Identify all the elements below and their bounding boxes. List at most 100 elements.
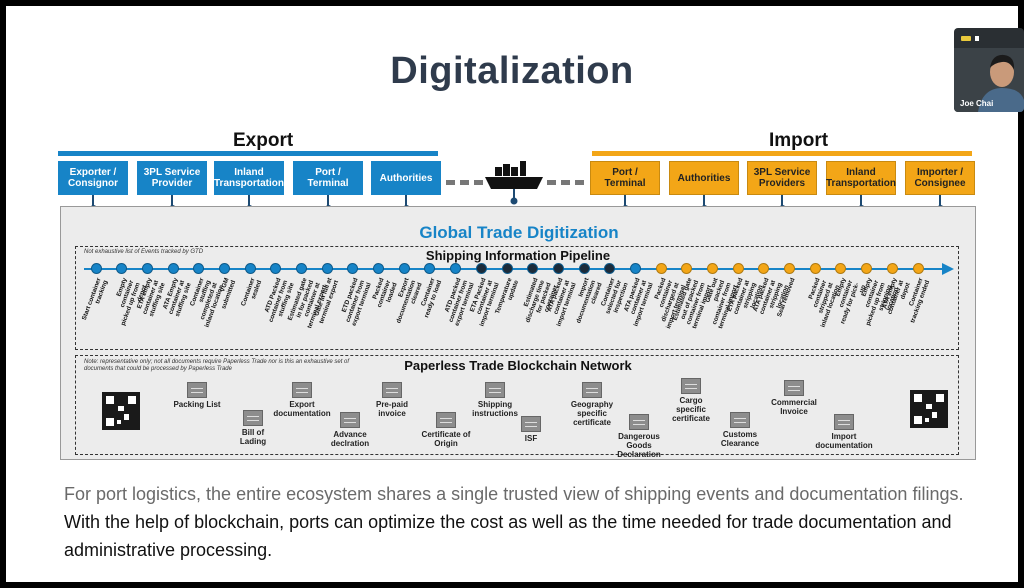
document-label: Customs Clearance <box>720 430 760 448</box>
export-box-5-connector <box>405 195 407 209</box>
import-box-4: Inland Transportation <box>826 161 896 195</box>
export-box-2-connector <box>171 195 173 209</box>
presentation-slide: Digitalization Export Import Exporter / … <box>6 6 1018 582</box>
export-box-2: 3PL Service Provider <box>137 161 207 195</box>
document-label: Dangerous Goods Declaration <box>617 432 661 459</box>
document-label: Packing List <box>173 400 221 409</box>
document-label: Import documentation <box>815 432 873 450</box>
document-item: Advance declration <box>324 412 376 448</box>
pipeline-event-dot <box>604 263 616 274</box>
document-icon <box>629 414 649 430</box>
pipeline-event-dot <box>167 263 179 274</box>
pipeline-event-dot <box>681 263 693 274</box>
document-item: Export documentation <box>272 382 332 418</box>
import-box-3: 3PL Service Providers <box>747 161 817 195</box>
pipeline-event-dot <box>398 263 410 274</box>
document-item: Packing List <box>172 382 222 409</box>
document-label: ISF <box>524 434 538 443</box>
pipeline-event-dot <box>373 263 385 274</box>
ship-icon <box>485 161 543 205</box>
document-item: Cargo specific certificate <box>664 378 718 423</box>
document-item: ISF <box>516 416 546 443</box>
pipeline-event-dot <box>912 263 924 274</box>
import-box-3-connector <box>781 195 783 209</box>
pipeline-event-dot <box>707 263 718 274</box>
qr-code-icon-right <box>910 390 948 428</box>
document-icon <box>340 412 360 428</box>
pipeline-event-dot <box>552 263 564 274</box>
import-box-2: Authorities <box>669 161 739 195</box>
pipeline-arrowhead <box>942 263 954 275</box>
video-thumbnail[interactable]: Joe Chai <box>954 28 1024 112</box>
shipping-pipeline-box: Not exhaustive list of Events tracked by… <box>75 246 959 350</box>
blockchain-title: Paperless Trade Blockchain Network <box>404 358 632 373</box>
pipeline-event-dot <box>784 263 796 274</box>
pipeline-event-dot <box>244 263 256 274</box>
document-label: Cargo specific certificate <box>672 396 710 423</box>
document-item: Shipping instructions <box>466 382 524 418</box>
export-box-3: Inland Transportation <box>214 161 284 195</box>
pipeline-event-dot <box>758 263 770 274</box>
pipeline-event-dot <box>218 263 230 274</box>
export-label: Export <box>233 130 294 151</box>
import-box-2-connector <box>703 195 705 209</box>
document-icon <box>834 414 854 430</box>
pipeline-event-dot <box>886 263 898 274</box>
import-box-4-connector <box>860 195 862 209</box>
pipeline-event-dot <box>475 263 487 274</box>
pipeline-event-dot <box>296 263 307 274</box>
pipeline-title: Shipping Information Pipeline <box>425 248 611 263</box>
document-item: Import documentation <box>814 414 874 450</box>
document-label: Pre-paid invoice <box>375 400 408 418</box>
pipeline-event-dot <box>424 263 436 274</box>
document-label: Certificate of Origin <box>421 430 471 448</box>
participant-name: Joe Chai <box>960 99 994 108</box>
document-label: Bill of Lading <box>239 428 267 446</box>
document-icon <box>436 412 456 428</box>
pipeline-event-dot <box>193 263 205 274</box>
body-text-part-1: For port logistics, the entire ecosystem… <box>64 484 964 504</box>
import-box-5: Importer / Consignee <box>905 161 975 195</box>
pipeline-event-dot <box>321 263 333 274</box>
document-item: Customs Clearance <box>712 412 768 448</box>
pipeline-event-dot <box>347 263 359 274</box>
document-item: Bill of Lading <box>230 410 276 446</box>
export-box-1-connector <box>92 195 94 209</box>
pipeline-event-dot <box>732 263 744 274</box>
slide-title: Digitalization <box>390 50 634 92</box>
import-label: Import <box>769 130 829 151</box>
pipeline-event-dot <box>861 263 873 274</box>
export-box-3-connector <box>248 195 250 209</box>
pipeline-event-dot <box>835 263 847 274</box>
import-box-5-connector <box>939 195 941 209</box>
qr-code-icon-left <box>102 392 140 430</box>
global-trade-digitization-panel: Global Trade Digitization Not exhaustive… <box>60 206 976 460</box>
pipeline-event-dot <box>629 263 641 274</box>
document-icon <box>187 382 207 398</box>
document-label: Advance declration <box>330 430 370 448</box>
document-icon <box>730 412 750 428</box>
slide-body-text: For port logistics, the entire ecosystem… <box>64 480 994 564</box>
dashed-connector-right <box>547 172 589 185</box>
document-item: Commercial Invoice <box>764 380 824 416</box>
import-bar <box>592 151 972 156</box>
document-icon <box>681 378 701 394</box>
blockchain-network-box: Note: representative only; not all docum… <box>75 355 959 459</box>
document-item: Certificate of Origin <box>416 412 476 448</box>
export-box-4: Port / Terminal <box>293 161 363 195</box>
pipeline-event-dot <box>578 263 590 274</box>
pipeline-note: Not exhaustive list of Events tracked by… <box>84 249 204 255</box>
document-label: Geography specific certificate <box>570 400 614 427</box>
export-box-1: Exporter / Consignor <box>58 161 128 195</box>
document-icon <box>382 382 402 398</box>
blockchain-note-2: documents that could be processed by Pap… <box>84 366 232 372</box>
body-text-part-2: With the help of blockchain, ports can o… <box>64 512 952 560</box>
pipeline-event-dot <box>450 263 462 274</box>
document-item: Pre-paid invoice <box>368 382 416 418</box>
document-label: Commercial Invoice <box>771 398 817 416</box>
document-icon <box>582 382 602 398</box>
document-item: Geography specific certificate <box>562 382 622 427</box>
pipeline-event-label: Container sealed <box>240 277 264 308</box>
document-label: Export documentation <box>273 400 331 418</box>
import-box-1-connector <box>624 195 626 209</box>
